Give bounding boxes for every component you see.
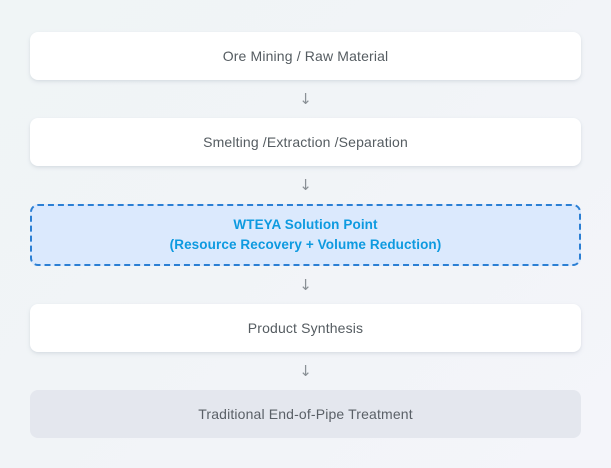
flow-connector-4: ↓ <box>30 352 581 390</box>
flow-node-label: Traditional End-of-Pipe Treatment <box>198 405 413 422</box>
flow-connector-3: ↓ <box>30 266 581 304</box>
flow-node-traditional-treatment: Traditional End-of-Pipe Treatment <box>30 390 581 438</box>
arrow-down-icon: ↓ <box>299 175 312 194</box>
flow-connector-2: ↓ <box>30 166 581 204</box>
arrow-down-icon: ↓ <box>299 275 312 294</box>
arrow-down-icon: ↓ <box>299 361 312 380</box>
flow-node-label: Product Synthesis <box>247 319 364 336</box>
flow-connector-1: ↓ <box>30 80 581 118</box>
flow-node-label: Ore Mining / Raw Material <box>222 47 389 64</box>
flow-node-label: Smelting /Extraction /Separation <box>203 133 408 150</box>
wteya-subtitle: (Resource Recovery + Volume Reduction) <box>169 237 442 252</box>
arrow-down-icon: ↓ <box>299 89 312 108</box>
flow-node-ore-mining: Ore Mining / Raw Material <box>30 32 581 80</box>
flow-node-product-synthesis: Product Synthesis <box>30 304 581 352</box>
flow-node-wteya-solution-point: WTEYA Solution Point (Resource Recovery … <box>30 204 581 266</box>
wteya-title: WTEYA Solution Point <box>233 217 378 233</box>
flow-node-smelting: Smelting /Extraction /Separation <box>30 118 581 166</box>
